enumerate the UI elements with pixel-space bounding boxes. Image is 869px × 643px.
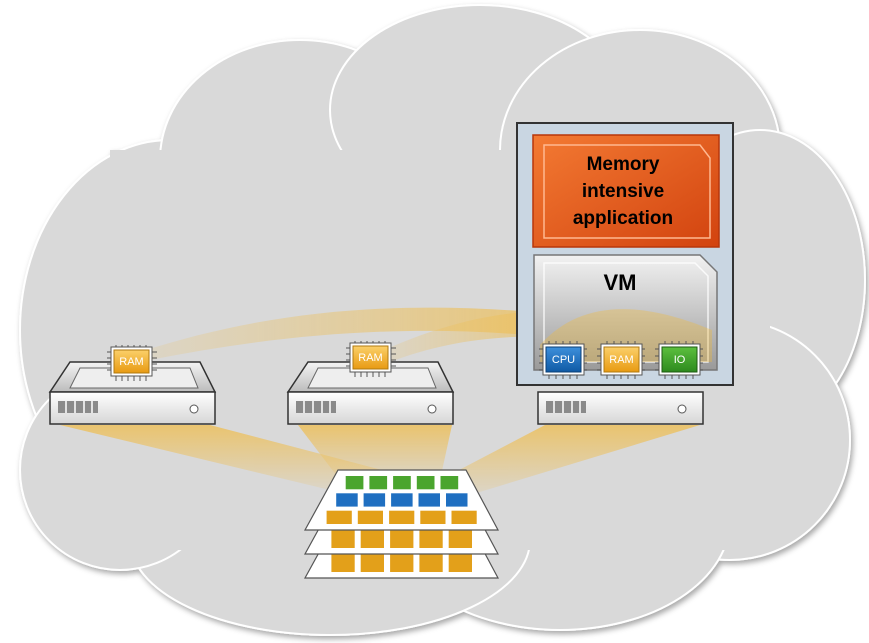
pool-cell — [448, 526, 472, 548]
pool-cell — [419, 550, 443, 572]
ram-chip-server-2: RAM — [346, 341, 396, 377]
pool-cell — [369, 476, 388, 490]
pool-cell — [440, 476, 459, 490]
application-line-1: Memory — [587, 154, 660, 175]
pool-cell — [326, 510, 352, 524]
pool-cell — [331, 526, 355, 548]
pool-cell — [420, 510, 446, 524]
pool-cell — [393, 476, 411, 490]
ram-label-vm: RAM — [609, 354, 633, 366]
pool-cell — [360, 526, 384, 548]
pool-cell — [390, 550, 414, 572]
pool-cell — [419, 526, 443, 548]
ram-chip-server-1: RAM — [107, 345, 157, 381]
pool-cell — [418, 493, 440, 507]
memory-pool-stack — [303, 469, 499, 579]
cpu-chip: CPU — [539, 341, 587, 379]
pool-cell — [448, 550, 472, 572]
vm-label: VM — [604, 270, 637, 295]
server-3 — [537, 391, 704, 425]
pool-cell — [446, 493, 468, 507]
server-2 — [286, 361, 455, 425]
memory-intensive-application: Memory intensive application — [532, 134, 720, 248]
ram-chip-vm: RAM — [597, 341, 645, 379]
ram-label-server-1: RAM — [119, 356, 143, 368]
pool-cell — [331, 550, 355, 572]
pool-cell — [416, 476, 435, 490]
memory-beams-to-pool — [60, 425, 700, 495]
pool-cell — [391, 493, 413, 507]
io-chip: IO — [655, 341, 703, 379]
pool-layer-1 — [303, 469, 499, 531]
pool-cell — [451, 510, 477, 524]
io-label: IO — [674, 354, 686, 366]
pool-cell — [389, 510, 415, 524]
ram-label-server-2: RAM — [358, 352, 382, 364]
server-1 — [48, 361, 217, 425]
pool-cell — [363, 493, 386, 507]
application-line-2: intensive — [582, 181, 664, 202]
application-line-3: application — [573, 208, 673, 229]
pool-cell — [390, 526, 414, 548]
pool-cell — [336, 493, 358, 507]
pool-cell — [357, 510, 383, 524]
pool-cell — [360, 550, 384, 572]
pool-cell — [345, 476, 364, 490]
cpu-label: CPU — [552, 354, 575, 366]
